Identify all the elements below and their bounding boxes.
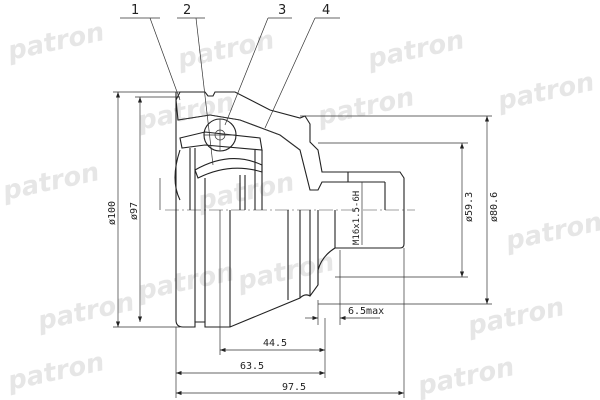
dim-diameter-59-3: ø59.3 bbox=[464, 192, 475, 222]
callout-2: 2 bbox=[183, 3, 191, 18]
watermark: patron bbox=[4, 17, 107, 67]
watermark: patron bbox=[4, 347, 107, 397]
watermark: patron bbox=[494, 67, 597, 117]
dim-diameter-100: ø100 bbox=[107, 201, 118, 225]
watermark: patron bbox=[34, 287, 137, 337]
outer-view bbox=[175, 210, 405, 328]
housing-section bbox=[174, 91, 405, 210]
callout-3: 3 bbox=[278, 3, 286, 18]
dim-diameter-80-6: ø80.6 bbox=[489, 192, 500, 222]
watermark: patron bbox=[134, 87, 237, 137]
dim-diameter-97: ø97 bbox=[129, 202, 140, 220]
watermark: patron bbox=[414, 352, 517, 400]
dim-length-44-5: 44.5 bbox=[263, 338, 287, 349]
dim-length-97-5: 97.5 bbox=[282, 382, 306, 393]
watermarks: patron patron patron patron patron patro… bbox=[0, 17, 600, 400]
dim-offset-max: 6.5max bbox=[348, 306, 384, 317]
dim-length-63-5: 63.5 bbox=[240, 361, 264, 372]
callouts: 1 2 3 4 bbox=[120, 3, 340, 166]
watermark: patron bbox=[314, 82, 417, 132]
callout-4: 4 bbox=[322, 3, 330, 18]
watermark: patron bbox=[464, 292, 567, 342]
watermark: patron bbox=[134, 257, 237, 307]
watermark: patron bbox=[194, 167, 297, 217]
watermark: patron bbox=[364, 25, 467, 75]
watermark: patron bbox=[234, 247, 337, 297]
watermark: patron bbox=[502, 207, 600, 257]
callout-1: 1 bbox=[131, 3, 139, 18]
dim-thread: M16x1.5-6H bbox=[352, 191, 362, 245]
dimensions: ø100 ø97 ø59.3 ø80.6 M16x1.5-6H 6.5max 4… bbox=[107, 91, 500, 398]
watermark: patron bbox=[0, 157, 102, 207]
watermark: patron bbox=[174, 25, 277, 75]
